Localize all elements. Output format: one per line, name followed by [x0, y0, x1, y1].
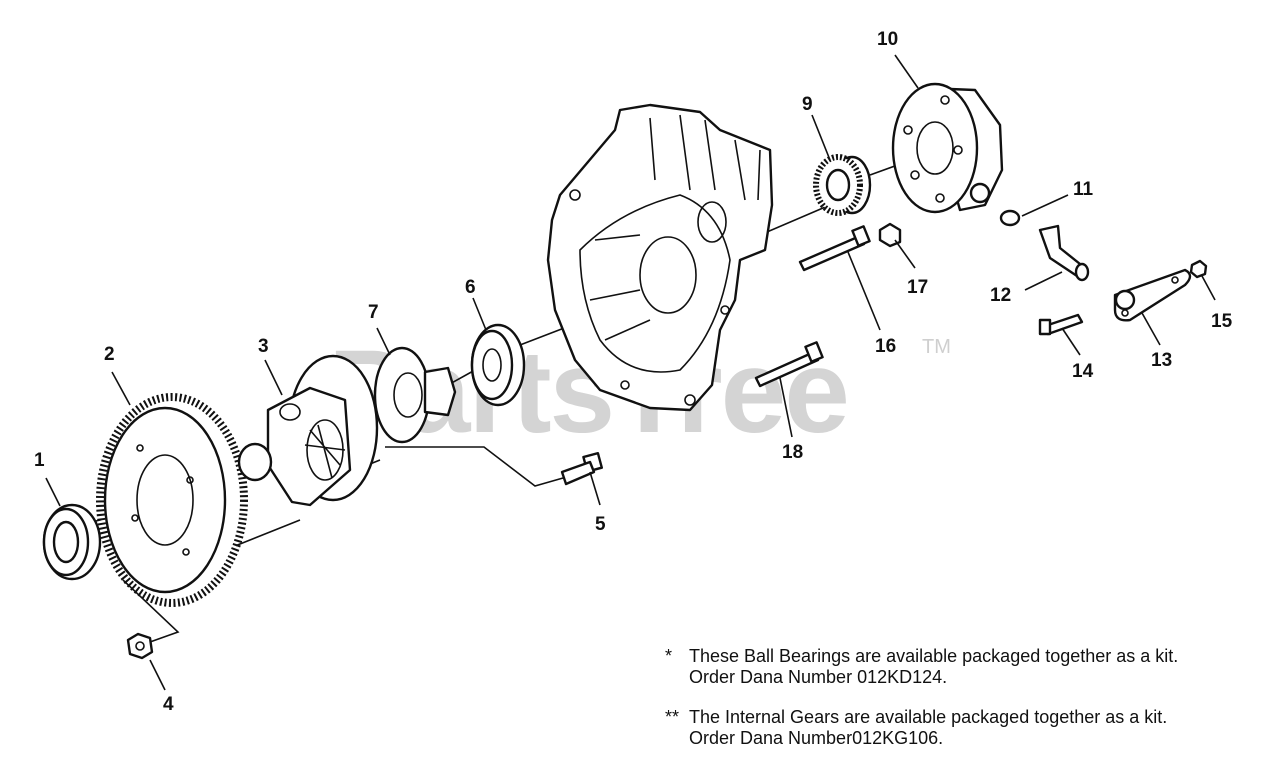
- part-11-o-ring: [999, 209, 1021, 227]
- part-5-bolt: [385, 446, 603, 487]
- part-1-ball-bearing: [42, 503, 102, 581]
- part-13-control-lever: [1113, 268, 1192, 322]
- callout-7: 7: [368, 302, 379, 323]
- footnote-bearings: * These Ball Bearings are available pack…: [665, 646, 1265, 688]
- footnote-text: The Internal Gears are available package…: [689, 707, 1168, 727]
- part-6-seal: [470, 323, 526, 407]
- footnotes: * These Ball Bearings are available pack…: [665, 646, 1265, 768]
- part-14-screw: [1038, 313, 1084, 336]
- footnote-mark: **: [665, 707, 680, 727]
- callout-13: 13: [1151, 350, 1172, 371]
- part-4-nut: [122, 579, 180, 660]
- watermark-trademark: TM: [922, 336, 951, 358]
- callout-16: 16: [875, 336, 896, 357]
- callout-17: 17: [907, 277, 928, 298]
- callout-15: 15: [1211, 311, 1233, 332]
- callout-numbers: 1 2 3 4 5 6 7 9 10 11 12 13 14 15 16 17 …: [34, 29, 1233, 715]
- part-3-differential-case: [237, 354, 379, 507]
- callout-11: 11: [1073, 179, 1094, 200]
- callout-6: 6: [465, 277, 476, 298]
- part-7-bearing: [373, 346, 457, 444]
- footnote-mark: *: [665, 646, 673, 666]
- callout-14: 14: [1072, 361, 1094, 382]
- part-16-bolt: [798, 225, 871, 272]
- callout-9: 9: [802, 94, 813, 115]
- callout-18: 18: [782, 442, 803, 463]
- part-18-bolt: [754, 341, 824, 388]
- transaxle-housing: [546, 103, 774, 412]
- callout-1: 1: [34, 450, 45, 471]
- callout-3: 3: [258, 336, 269, 357]
- callout-4: 4: [163, 694, 174, 715]
- part-2-ring-gear: [96, 393, 248, 607]
- part-12-control-shaft: [1038, 224, 1090, 282]
- callout-leader-lines: [45, 54, 1216, 691]
- part-9-internal-gear: [813, 154, 872, 216]
- footnote-gears: ** The Internal Gears are available pack…: [665, 707, 1265, 749]
- footnote-order-number: Order Dana Number 012KD124.: [689, 667, 948, 687]
- part-15-nut: [1189, 259, 1208, 279]
- callout-12: 12: [990, 285, 1011, 306]
- part-10-cylinder-block: [891, 82, 1004, 214]
- footnote-order-number: Order Dana Number012KG106.: [689, 728, 944, 748]
- footnote-text: These Ball Bearings are available packag…: [689, 646, 1179, 666]
- callout-5: 5: [595, 514, 606, 535]
- callout-10: 10: [877, 29, 898, 50]
- callout-2: 2: [104, 344, 115, 365]
